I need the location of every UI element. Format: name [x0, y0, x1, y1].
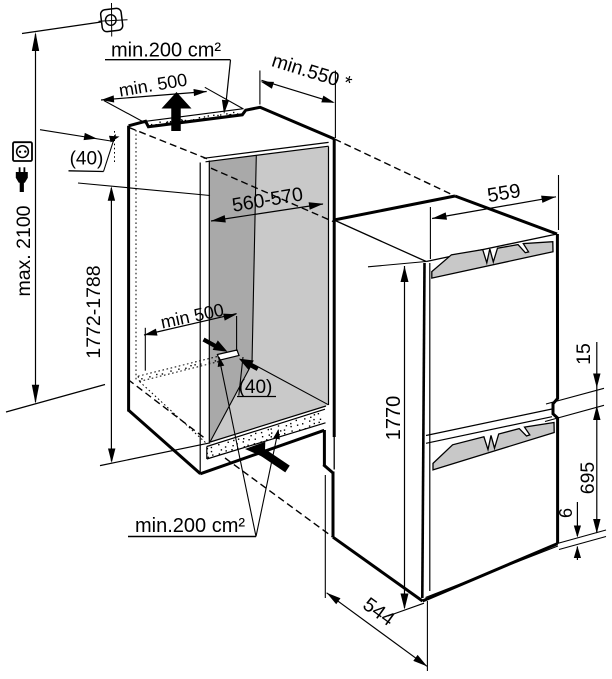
svg-text:15: 15: [573, 343, 595, 365]
svg-text:min.200 cm²: min.200 cm²: [135, 515, 245, 537]
svg-text:max. 2100: max. 2100: [13, 205, 35, 296]
svg-text:695: 695: [577, 462, 599, 495]
svg-text:1772-1788: 1772-1788: [83, 265, 105, 358]
svg-text:(40): (40): [239, 377, 273, 398]
svg-text:6: 6: [556, 508, 576, 518]
svg-text:1770: 1770: [383, 396, 405, 441]
svg-text:min.200 cm²: min.200 cm²: [111, 40, 221, 62]
svg-text:559: 559: [486, 180, 523, 207]
svg-text:(40): (40): [70, 149, 104, 170]
